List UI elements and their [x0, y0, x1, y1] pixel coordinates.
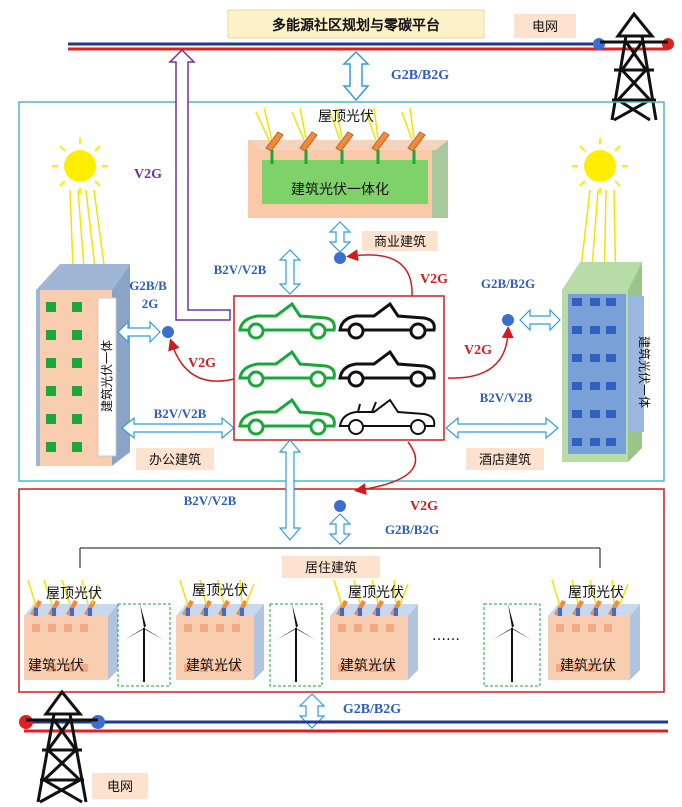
car-black-2-icon — [338, 349, 436, 388]
flow-label-g2b-office-2: 2G — [142, 296, 159, 311]
grid-label-bottom: 电网 — [107, 780, 133, 795]
grid-node-bottom-red — [19, 715, 33, 729]
g2b-arrow-bottom — [298, 693, 326, 729]
flow-label-v2g-residential: V2G — [410, 499, 438, 514]
page-title: 多能源社区规划与零碳平台 — [272, 17, 440, 34]
car-black-1-icon — [338, 301, 436, 340]
pylon-top-icon — [600, 11, 668, 122]
car-green-1-icon — [238, 301, 336, 340]
building-pv-label-4: 建筑光伏 — [560, 658, 616, 674]
residential-label: 居住建筑 — [305, 560, 357, 576]
rooftop-pv-label-4: 屋顶光伏 — [568, 585, 624, 601]
office-node — [162, 326, 174, 338]
car-green-2-icon — [238, 349, 336, 388]
sun-right-icon — [572, 138, 628, 295]
commercial-label: 商业建筑 — [374, 234, 426, 250]
office-exchange-arrow — [117, 320, 161, 344]
flow-label-v2g-office: V2G — [188, 356, 216, 371]
rooftop-pv-commercial — [255, 107, 426, 164]
flow-label-g2b-office-1: G2B/B — [129, 278, 167, 293]
hotel-b2v-arrow — [445, 416, 559, 440]
building-pv-label-2: 建筑光伏 — [186, 658, 242, 674]
residential-house-4 — [548, 579, 640, 680]
flow-label-g2b-top: G2B/B2G — [391, 68, 449, 83]
flow-label-g2b-bottom: G2B/B2G — [343, 702, 401, 717]
bipv-vertical-label-hotel: 建筑光伏一体 — [637, 336, 652, 408]
rooftop-pv-label-commercial: 屋顶光伏 — [318, 109, 374, 125]
rooftop-pv-label-2: 屋顶光伏 — [192, 583, 248, 599]
office-building — [36, 264, 130, 466]
bipv-label-commercial: 建筑光伏一体化 — [291, 182, 389, 198]
office-label-box — [136, 448, 214, 470]
flow-label-b2v-bottom: B2V/V2B — [184, 493, 237, 508]
flow-label-g2b-residential: G2B/B2G — [385, 522, 439, 537]
ev-parking-box — [233, 295, 445, 441]
hotel-node — [502, 314, 514, 326]
grid-label-top-box — [514, 14, 576, 38]
hotel-exchange-arrow — [519, 308, 561, 332]
residential-bus — [79, 547, 601, 568]
car-green-3-icon — [238, 397, 336, 436]
commercial-exchange-arrow — [328, 221, 352, 253]
building-pv-label-1: 建筑光伏 — [28, 658, 84, 674]
commercial-label-box — [362, 231, 438, 251]
rooftop-pv-label-3: 屋顶光伏 — [348, 585, 404, 601]
g2b-arrow-top — [342, 50, 370, 102]
grid-node-bottom-blue — [91, 715, 105, 729]
flow-label-v2g-commercial: V2G — [420, 272, 448, 287]
wind-turbine-1-icon — [117, 603, 171, 687]
office-b2v-arrow — [121, 416, 235, 440]
grid-label-bottom-box — [92, 773, 148, 799]
hotel-label: 酒店建筑 — [479, 452, 531, 468]
v2g-arrow-commercial — [346, 249, 413, 297]
grid-label-top: 电网 — [532, 20, 558, 35]
commercial-node — [334, 252, 346, 264]
residential-label-box — [282, 556, 380, 578]
flow-label-g2b-hotel: G2B/B2G — [481, 276, 535, 291]
residential-box — [18, 488, 665, 693]
v2g-arrow-hotel — [447, 326, 514, 379]
b2v-arrow-bottom — [278, 439, 302, 541]
flow-label-b2v-hotel: B2V/V2B — [480, 390, 533, 405]
ev-cars — [238, 301, 436, 436]
residential-exchange-arrow — [328, 513, 352, 545]
hotel-label-box — [466, 448, 544, 470]
wind-turbine-3-icon — [483, 603, 541, 687]
residential-house-2 — [176, 579, 264, 680]
building-pv-label-3: 建筑光伏 — [340, 658, 396, 674]
v2g-arrow-residential — [354, 441, 417, 495]
sun-left-icon — [52, 138, 109, 295]
residential-node — [334, 500, 346, 512]
flow-label-v2g-purple: V2G — [134, 167, 162, 182]
residential-house-3 — [330, 579, 418, 680]
flow-label-b2v-top: B2V/V2B — [214, 262, 267, 277]
flow-label-v2g-hotel: V2G — [464, 343, 492, 358]
car-black-3-icon — [338, 398, 436, 435]
office-label: 办公建筑 — [149, 452, 201, 468]
v2g-purple-arrow — [168, 48, 231, 321]
community-box — [18, 101, 665, 482]
ellipsis-label: …… — [432, 628, 460, 644]
residential-house-1 — [24, 579, 118, 680]
grid-node-top-red — [662, 38, 674, 50]
pylon-bottom-icon — [26, 689, 98, 804]
hotel-building — [562, 262, 644, 462]
bipv-vertical-label-office: 建筑光伏一体 — [99, 340, 114, 412]
commercial-building — [248, 140, 448, 218]
wind-turbine-2-icon — [269, 603, 323, 687]
b2v-arrow-top — [278, 249, 302, 295]
grid-node-top-blue — [593, 38, 605, 50]
rooftop-pv-label-1: 屋顶光伏 — [46, 586, 102, 602]
v2g-arrow-office — [168, 338, 239, 382]
flow-label-b2v-office: B2V/V2B — [154, 406, 207, 421]
title-box — [227, 9, 485, 39]
